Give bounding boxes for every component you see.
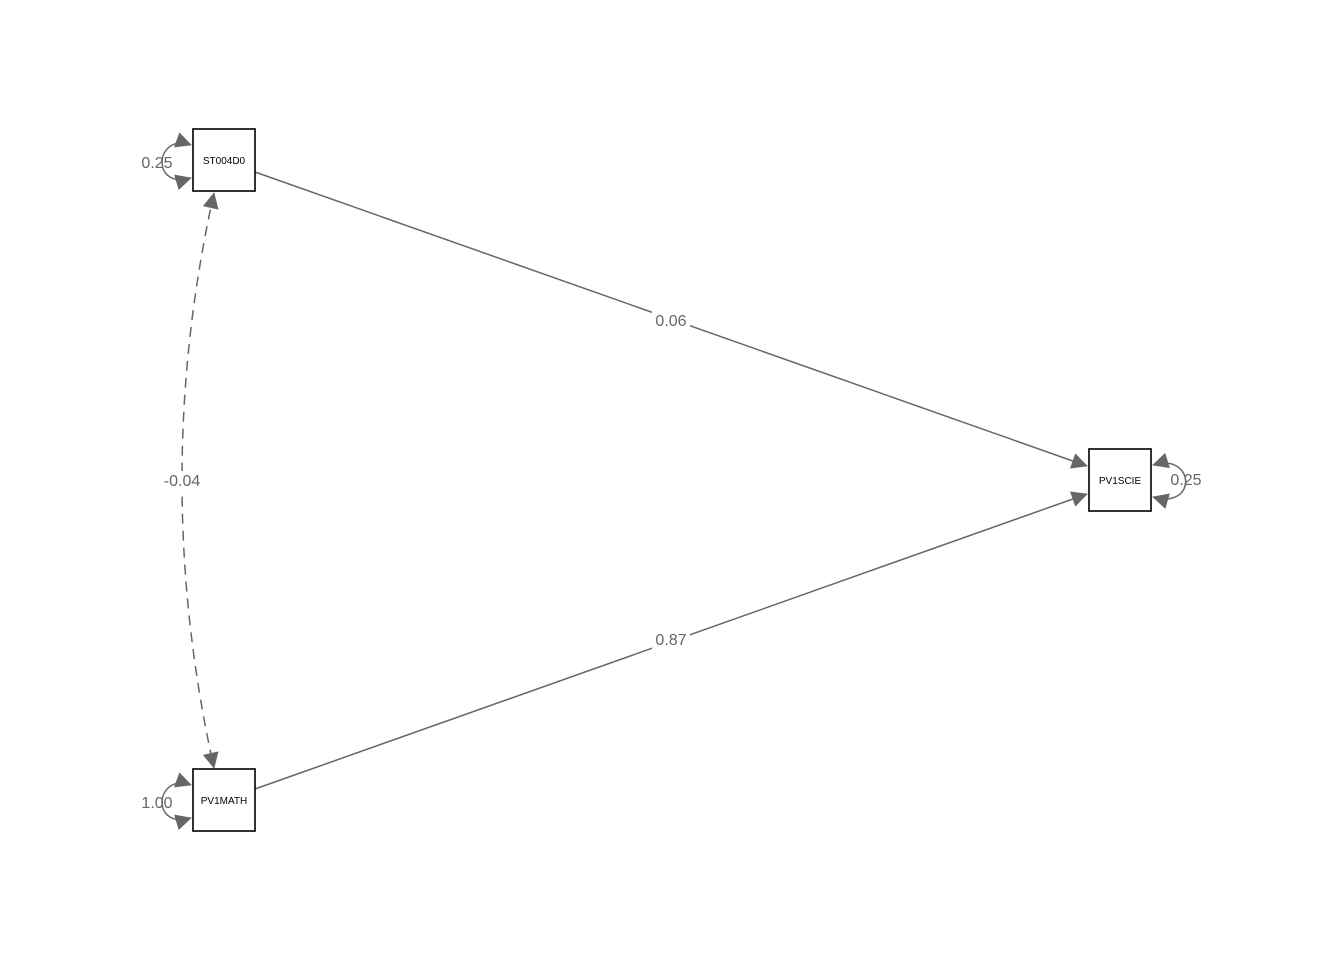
variance-loop-st004d0 (161, 132, 192, 190)
node-st004d0: ST004D0 (192, 128, 256, 192)
node-pv1math-label: PV1MATH (201, 796, 248, 807)
variance-st004d0: 0.25 (141, 155, 172, 172)
coef-st004d0-to-pv1scie: 0.06 (655, 313, 686, 330)
node-pv1scie-label: PV1SCIE (1099, 476, 1142, 487)
variance-pv1math: 1.00 (141, 795, 172, 812)
label-bg-st004d0-pv1scie (652, 311, 690, 330)
node-st004d0-label: ST004D0 (203, 156, 246, 167)
label-bg-covariance (161, 471, 203, 490)
node-pv1math: PV1MATH (192, 768, 256, 832)
coef-st004d0-with-pv1math: -0.04 (164, 473, 201, 490)
coef-pv1math-to-pv1scie: 0.87 (655, 632, 686, 649)
label-bg-pv1math-pv1scie (652, 630, 690, 649)
variance-loop-pv1scie (1152, 452, 1187, 509)
node-pv1scie: PV1SCIE (1088, 448, 1152, 512)
variance-loop-pv1math (161, 772, 192, 830)
variance-pv1scie: 0.25 (1170, 472, 1201, 489)
